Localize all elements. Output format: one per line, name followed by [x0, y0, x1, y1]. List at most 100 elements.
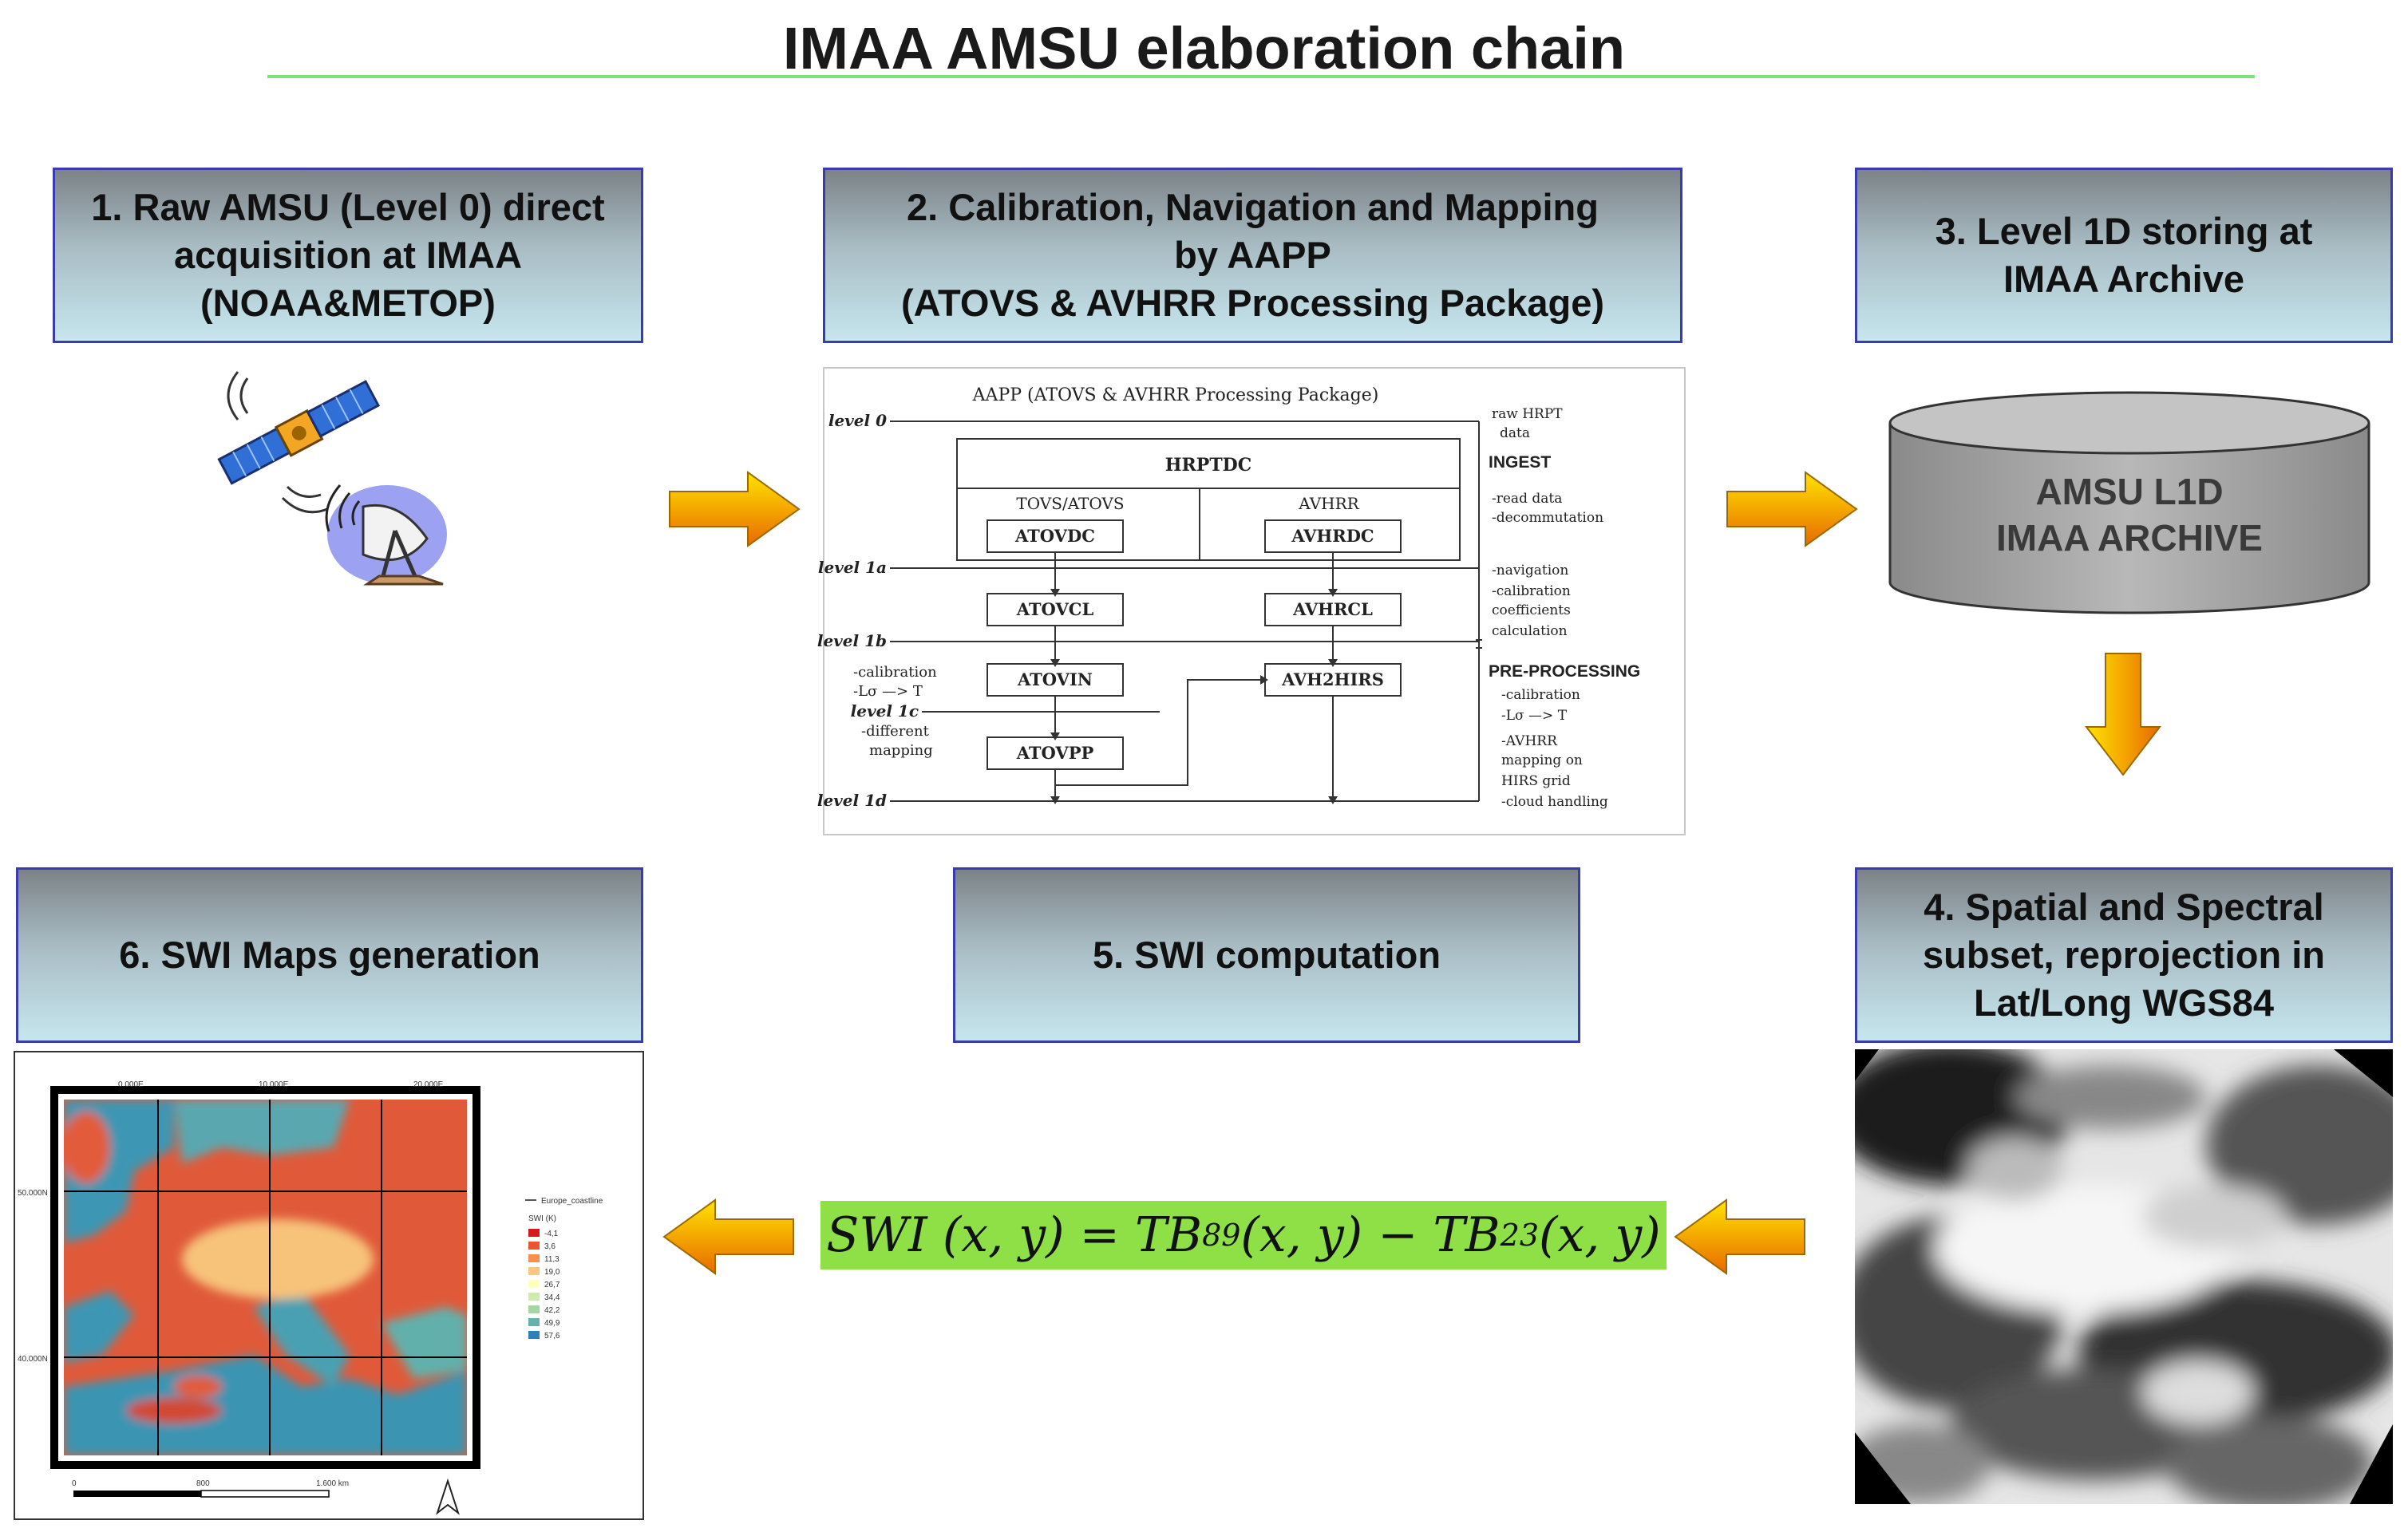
module-avhrdc	[1264, 519, 1402, 553]
formula-sub-23: 23	[1500, 1218, 1540, 1253]
legend-coastline: Europe_coastline	[541, 1197, 603, 1206]
page-title: IMAA AMSU elaboration chain	[782, 15, 1626, 81]
module-atovdc-label: ATOVDC	[1014, 526, 1095, 546]
step-3-line-2: IMAA Archive	[2003, 258, 2245, 300]
hrptdc-label: HRPTDC	[1165, 455, 1252, 476]
right-note-7: coefficients	[1492, 602, 1571, 618]
reprojected-grayscale-image	[1855, 1049, 2393, 1504]
right-note-6: -calibration	[1492, 583, 1571, 599]
module-atovdc	[987, 519, 1124, 553]
formula-rhs: (x, y)	[1539, 1207, 1661, 1263]
scale-bar-black	[73, 1491, 201, 1497]
right-note-2: data	[1500, 425, 1530, 441]
module-avhrcl-label: AVHRCL	[1292, 599, 1373, 619]
map-top-tick-3: 20.000E	[413, 1080, 444, 1089]
step-2-line-2: by AAPP	[1174, 233, 1331, 276]
legend-value: 19,0	[544, 1268, 560, 1277]
legend-swatch	[528, 1242, 540, 1250]
formula-mid: (x, y) − TB	[1240, 1207, 1501, 1263]
legend-value: 11,3	[544, 1255, 559, 1264]
scale-label-2: 800	[196, 1479, 210, 1488]
legend-swatch	[528, 1267, 540, 1275]
level-0-label: level 0	[828, 411, 887, 430]
module-atovcl-label: ATOVCL	[1016, 599, 1094, 619]
left-note-3: -different	[861, 723, 930, 740]
branch-left-label: TOVS/ATOVS	[1016, 494, 1124, 513]
swi-map: 0.000E 10.000E 20.000E 50.000N 40.000N E…	[14, 1051, 644, 1520]
legend-value: 57,6	[544, 1332, 560, 1341]
arrow-left-1	[1674, 1198, 1805, 1275]
legend-swatch	[528, 1318, 540, 1326]
step-2-box: 2. Calibration, Navigation and Mapping b…	[823, 168, 1682, 343]
step-6-line-1: 6. SWI Maps generation	[119, 933, 540, 976]
legend-value: 3,6	[544, 1242, 556, 1251]
arrow-right-2	[1726, 471, 1858, 547]
right-note-11: -AVHRR	[1501, 733, 1558, 749]
satellite-dish-illustration	[217, 371, 447, 586]
step-6-box: 6. SWI Maps generation	[16, 867, 643, 1043]
formula-lhs: SWI (x, y) = TB	[826, 1207, 1203, 1263]
level-1d-label: level 1d	[817, 791, 887, 810]
ingest-heading: INGEST	[1489, 453, 1551, 472]
arrow-down	[2084, 653, 2162, 776]
scale-label-3: 1.600 km	[316, 1479, 349, 1488]
level-1b-label: level 1b	[817, 631, 887, 650]
left-note-2: -Lσ —> T	[853, 683, 923, 700]
right-note-8: calculation	[1492, 623, 1568, 639]
right-note-4: -decommutation	[1492, 510, 1603, 526]
right-note-1: raw HRPT	[1492, 406, 1563, 422]
legend-swatch	[528, 1331, 540, 1339]
legend-title: SWI (K)	[528, 1214, 556, 1223]
right-note-9: -calibration	[1501, 687, 1580, 703]
aapp-title: AAPP (ATOVS & AVHRR Processing Package)	[972, 385, 1379, 405]
formula-sub-89: 89	[1202, 1218, 1241, 1253]
module-atovpp	[987, 736, 1124, 770]
pre-processing-heading: PRE-PROCESSING	[1489, 662, 1640, 681]
hrptdc-container	[956, 438, 1461, 561]
level-lines	[890, 421, 1480, 802]
map-left-tick-1: 50.000N	[18, 1189, 48, 1198]
module-avh2hirs-label: AVH2HIRS	[1281, 669, 1384, 689]
map-left-tick-2: 40.000N	[18, 1355, 48, 1364]
step-5-box: 5. SWI computation	[953, 867, 1580, 1043]
step-2-line-3: (ATOVS & AVHRR Processing Package)	[900, 282, 1605, 325]
module-atovpp-label: ATOVPP	[1016, 743, 1094, 763]
step-1-line-2: acquisition at IMAA	[173, 233, 523, 276]
right-note-12: mapping on	[1501, 752, 1583, 768]
left-note-1: -calibration	[853, 664, 937, 681]
step-3-line-1: 3. Level 1D storing at	[1935, 209, 2313, 252]
map-top-tick-1: 0.000E	[118, 1080, 144, 1089]
satellite-icon	[217, 371, 381, 514]
step-1-box: 1. Raw AMSU (Level 0) direct acquisition…	[53, 168, 643, 343]
level-1a-label: level 1a	[818, 558, 887, 577]
legend-value: -4,1	[544, 1230, 559, 1238]
title-underline	[267, 75, 2255, 78]
legend-value: 49,9	[544, 1319, 560, 1328]
legend-swatch	[528, 1280, 540, 1288]
legend-value: 34,4	[544, 1293, 560, 1302]
map-legend: Europe_coastline SWI (K) -4,1 3,6 11,3 19,0…	[525, 1197, 603, 1341]
step-1-line-3: (NOAA&METOP)	[200, 282, 496, 325]
module-atovin-label: ATOVIN	[1017, 669, 1093, 689]
module-avhrdc-label: AVHRDC	[1291, 526, 1374, 546]
left-note-4: mapping	[869, 742, 933, 759]
branch-right-label: AVHRR	[1298, 494, 1359, 513]
legend-swatch	[528, 1293, 540, 1301]
legend-value: 42,2	[544, 1306, 560, 1315]
legend-swatch	[528, 1229, 540, 1237]
map-top-tick-2: 10.000E	[259, 1080, 289, 1089]
legend-swatch	[528, 1305, 540, 1313]
arrow-right-1	[669, 471, 801, 547]
archive-label-1: AMSU L1D	[2035, 471, 2223, 512]
step-4-box: 4. Spatial and Spectral subset, reprojec…	[1855, 867, 2393, 1043]
module-avh2hirs	[1264, 663, 1402, 697]
step-5-line-1: 5. SWI computation	[1092, 933, 1441, 976]
ground-dish-icon	[325, 484, 447, 586]
legend-swatch	[528, 1254, 540, 1262]
right-note-3: -read data	[1492, 491, 1562, 507]
right-note-13: HIRS grid	[1501, 773, 1571, 789]
step-4-line-2: subset, reprojection in	[1922, 933, 2326, 976]
scale-label-1: 0	[72, 1479, 77, 1488]
right-note-5: -navigation	[1492, 563, 1568, 578]
